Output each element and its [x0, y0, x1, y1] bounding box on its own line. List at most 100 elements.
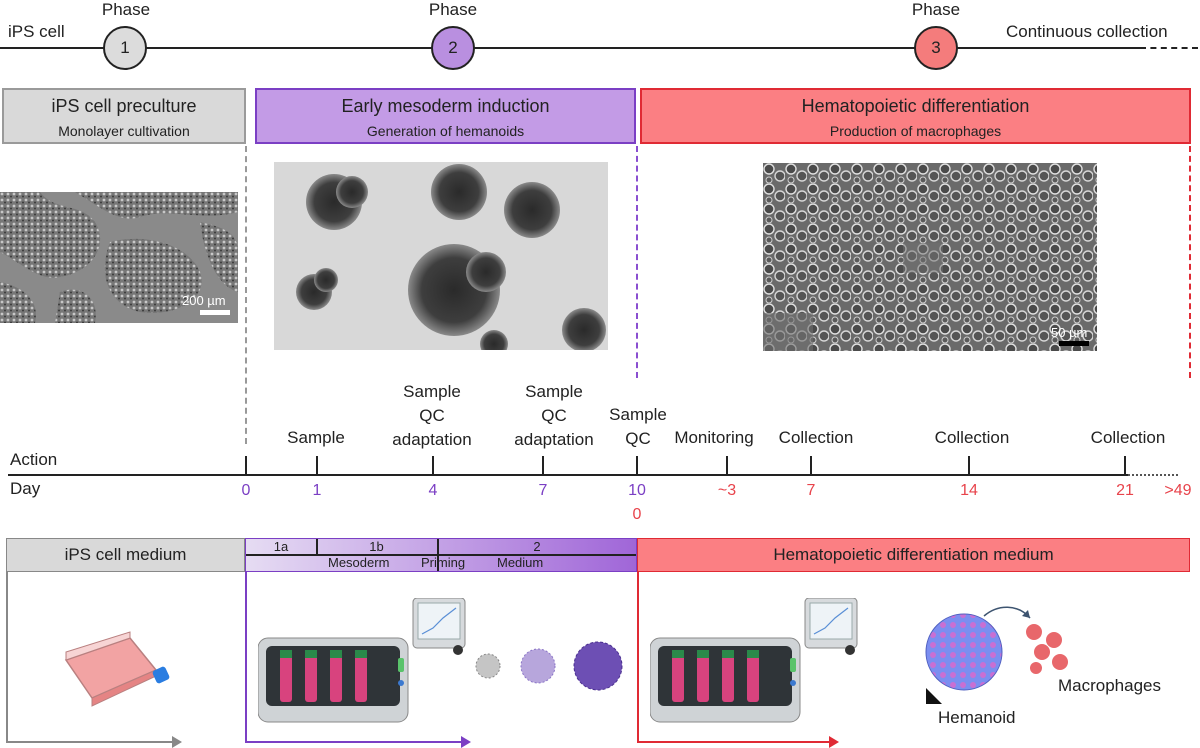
box-ips-title: iPS cell preculture	[51, 96, 197, 116]
box-hemato-title: Hematopoietic differentiation	[801, 96, 1030, 116]
day-label: 7	[538, 482, 548, 499]
action-sample-qc-day10: Sample QC	[600, 403, 676, 451]
box-ips-subtitle: Monolayer cultivation	[58, 123, 190, 139]
action-text: QC	[541, 406, 567, 425]
macrophage-micrograph: 50 µm	[763, 163, 1097, 351]
action-collection-day21: Collection	[1076, 426, 1180, 450]
day-label: >49	[1164, 482, 1192, 499]
action-text: adaptation	[392, 430, 472, 449]
step-1b-label: 1b	[369, 539, 384, 554]
step-divider-1a-1b	[316, 539, 318, 554]
mesoderm-sublabel: Mesoderm	[328, 555, 390, 570]
hemanoid-pointer-icon	[926, 688, 942, 704]
day-label: 7	[806, 482, 816, 499]
phase-3-word: Phase	[911, 0, 961, 19]
tick-day21-p3	[1124, 456, 1126, 476]
scale-bar-200um	[200, 310, 230, 315]
tick-day10	[636, 456, 638, 476]
action-sample-qc-adaptation-day7: Sample QC adaptation	[494, 380, 614, 452]
day-label: 0	[241, 482, 251, 499]
box-mesoderm-subtitle: Generation of hemanoids	[366, 123, 525, 139]
day-label: ~3	[717, 482, 737, 499]
step-1a-label: 1a	[273, 539, 289, 554]
tick-day14-p3	[968, 456, 970, 476]
action-collection-day14: Collection	[920, 426, 1024, 450]
step-2-label: 2	[533, 539, 541, 554]
action-text: Sample	[609, 405, 667, 424]
box-mesoderm-induction: Early mesoderm induction Generation of h…	[255, 88, 636, 144]
scale-label-200um: 200 µm	[182, 293, 226, 308]
macrophages-label: Macrophages	[1058, 676, 1162, 695]
action-text: Sample	[525, 382, 583, 401]
step-divider-1b-2	[437, 539, 439, 571]
medium-sublabel: Medium	[497, 555, 544, 570]
culture-flask-icon	[64, 631, 170, 707]
phase-2-word: Phase	[428, 0, 478, 19]
day-row-label: Day	[10, 479, 41, 498]
box-hematopoietic: Hematopoietic differentiation Production…	[640, 88, 1191, 144]
tick-day7-p3	[810, 456, 812, 476]
priming-sublabel: Priming	[421, 555, 466, 570]
separator-phase2	[636, 146, 638, 378]
day-label: 14	[960, 482, 978, 499]
phase-1-circle: 1	[103, 26, 147, 70]
action-text: adaptation	[514, 430, 594, 449]
separator-phase1	[245, 146, 247, 444]
mesoderm-arrowhead-icon	[461, 736, 471, 748]
hemanoid-micrograph	[274, 162, 608, 350]
hemato-bracket-vertical	[637, 572, 639, 742]
phase-1-word: Phase	[101, 0, 151, 19]
action-sample-day1: Sample	[266, 426, 366, 450]
hemato-arrowhead-icon	[829, 736, 839, 748]
action-sample-qc-adaptation-day4: Sample QC adaptation	[372, 380, 492, 452]
box-mesoderm-title: Early mesoderm induction	[341, 96, 550, 116]
tick-day0	[245, 456, 247, 476]
separator-phase3	[1189, 146, 1191, 378]
action-text: QC	[625, 429, 651, 448]
ips-medium-box: iPS cell medium	[6, 538, 245, 572]
day-label: 0	[632, 506, 642, 523]
action-text: Collection	[1090, 428, 1166, 447]
day-label: 10	[628, 482, 646, 499]
hemato-bracket-arrow	[637, 741, 831, 743]
bioreactor-icon-1	[258, 598, 466, 723]
ips-monolayer-micrograph: 200 µm	[0, 192, 238, 323]
phase-3-circle: 3	[914, 26, 958, 70]
action-collection-day7: Collection	[764, 426, 868, 450]
scale-label-50um: 50 µm	[1051, 325, 1088, 340]
bioreactor-icon-2	[650, 598, 858, 723]
mesoderm-bracket-arrow	[245, 741, 463, 743]
scale-bar-50um	[1059, 341, 1089, 346]
ips-cell-label: iPS cell	[6, 22, 67, 42]
action-monitoring: Monitoring	[660, 426, 768, 450]
hemato-medium-box: Hematopoietic differentiation medium	[637, 538, 1190, 572]
tick-day1	[316, 456, 318, 476]
action-text: Sample	[287, 428, 345, 447]
action-timeline-dotted	[1128, 474, 1178, 476]
ips-bracket-arrow	[6, 741, 174, 743]
action-row-label: Action	[10, 450, 58, 469]
action-text: Collection	[778, 428, 854, 447]
ips-bracket-vertical	[6, 572, 8, 742]
tick-day4	[432, 456, 434, 476]
phase-timeline-dashed	[1140, 47, 1198, 49]
continuous-collection-label: Continuous collection	[1004, 22, 1170, 42]
action-text: Monitoring	[674, 428, 754, 447]
action-timeline-line	[8, 474, 1128, 476]
box-ips-preculture: iPS cell preculture Monolayer cultivatio…	[2, 88, 246, 144]
action-text: Collection	[934, 428, 1010, 447]
mesoderm-bracket-vertical	[245, 572, 247, 742]
tick-day7	[542, 456, 544, 476]
medium-divider	[246, 554, 636, 556]
hemanoid-macrophage-icon	[925, 606, 1068, 691]
action-text: Sample	[403, 382, 461, 401]
mesoderm-medium-bar: 1a 1b 2 Mesoderm Priming Medium	[245, 538, 637, 572]
day-label: 4	[428, 482, 438, 499]
ips-arrowhead-icon	[172, 736, 182, 748]
phase-timeline-line	[0, 47, 1140, 49]
action-text: QC	[419, 406, 445, 425]
hemanoid-growth-icons	[475, 641, 623, 691]
phase-2-circle: 2	[431, 26, 475, 70]
tick-day3-p3	[726, 456, 728, 476]
box-hemato-subtitle: Production of macrophages	[829, 123, 1002, 139]
